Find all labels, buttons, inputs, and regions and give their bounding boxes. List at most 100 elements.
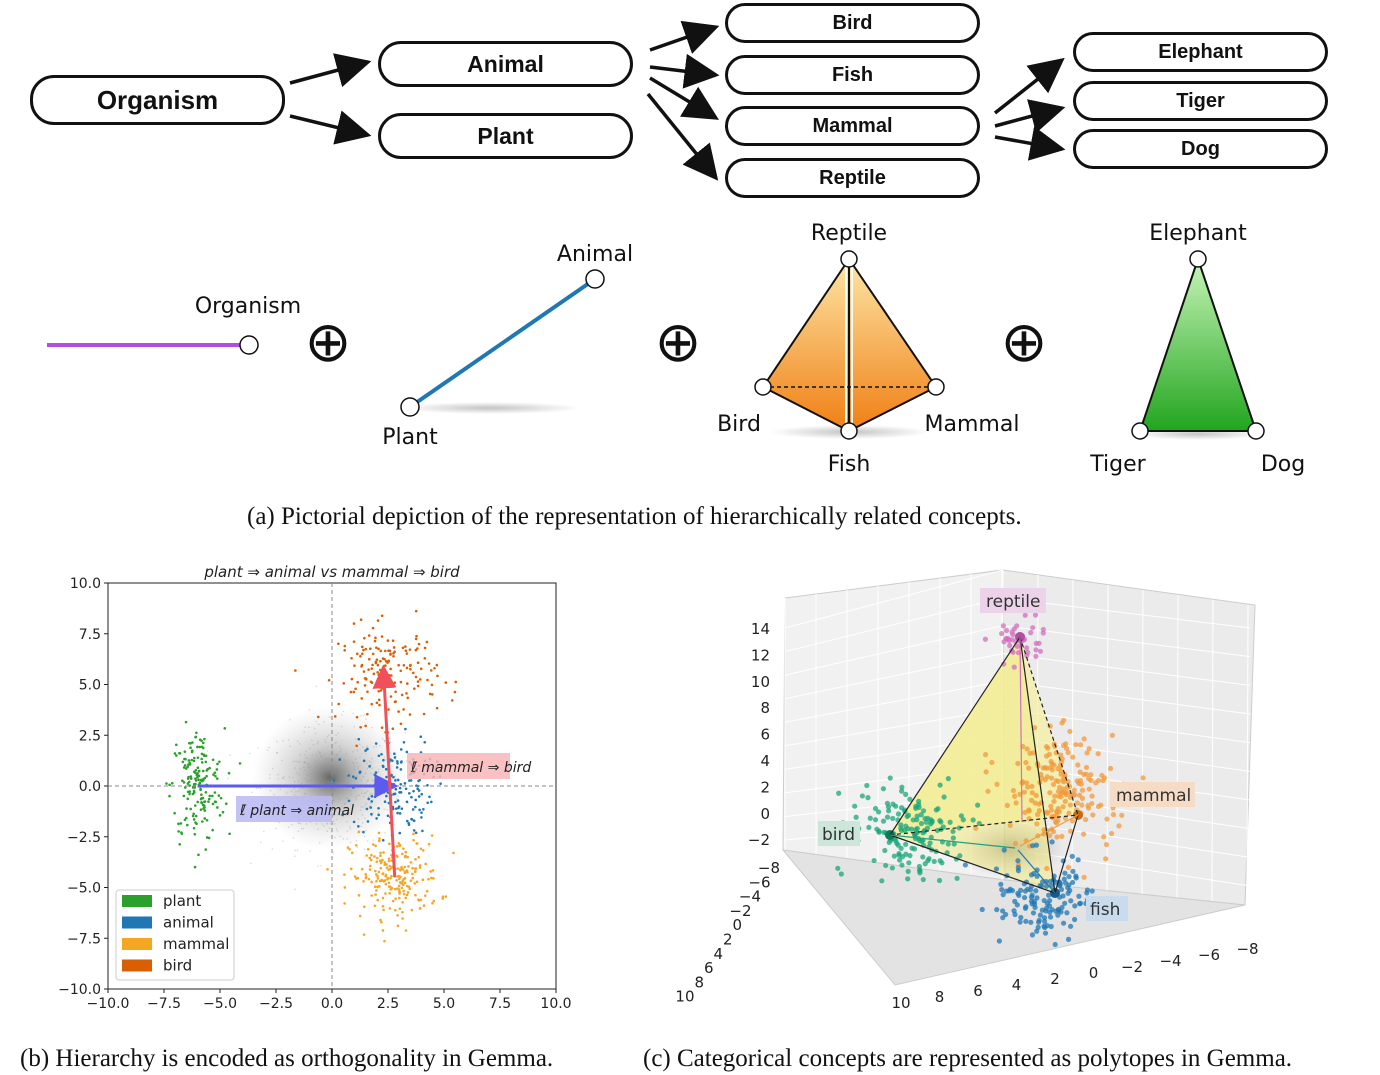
y-tick-label: −2.5 (67, 830, 101, 846)
background-point (332, 794, 335, 797)
background-point (288, 739, 290, 741)
background-point (318, 762, 321, 765)
point-bird (864, 782, 870, 789)
background-point (343, 813, 346, 815)
background-point (249, 752, 251, 755)
background-point (359, 756, 361, 759)
point-mammal (1060, 789, 1066, 795)
point-mammal (1077, 742, 1084, 748)
point-mammal (973, 825, 979, 831)
background-point (365, 803, 368, 806)
point-mammal (425, 889, 429, 893)
point-plant (191, 814, 195, 818)
point-mammal (381, 896, 385, 900)
y-tick-label-3d: 8 (694, 973, 704, 991)
point-bird (349, 690, 353, 694)
point-bird (898, 845, 904, 851)
point-bird (378, 703, 381, 707)
point-plant (202, 754, 206, 757)
background-point (300, 782, 303, 785)
background-point (350, 793, 352, 796)
label-animal: Animal (557, 242, 633, 267)
label-reptile-3d: reptile (986, 592, 1040, 612)
background-point (343, 803, 346, 805)
background-point (357, 766, 359, 768)
background-point (281, 777, 284, 779)
point-mammal (398, 881, 402, 884)
point-plant (205, 774, 208, 778)
point-plant (197, 778, 200, 782)
background-point (297, 822, 300, 824)
background-point (259, 787, 262, 790)
point-mammal (401, 883, 405, 887)
point-plant (165, 782, 168, 785)
point-plant (183, 750, 187, 753)
background-point (371, 726, 373, 729)
point-fish (1023, 904, 1029, 910)
point-bird (426, 678, 429, 682)
background-point (372, 812, 374, 814)
point-fish (1018, 914, 1024, 921)
background-point (342, 781, 345, 784)
background-point (344, 802, 346, 805)
point-mammal (1025, 784, 1031, 790)
point-mammal (1036, 801, 1042, 807)
point-mammal (379, 866, 383, 870)
point-fish (1003, 888, 1010, 894)
point-plant (211, 828, 214, 832)
label-box-reptile (980, 588, 1046, 613)
point-mammal (1048, 807, 1054, 813)
point-mammal (1109, 732, 1116, 738)
point-mammal (1067, 828, 1074, 834)
point-mammal (395, 845, 399, 848)
point-mammal (396, 913, 399, 917)
point-fish (1084, 887, 1091, 893)
point-reptile (1024, 645, 1030, 651)
background-point (328, 827, 331, 829)
point-bird (920, 808, 927, 814)
background-point (302, 766, 305, 768)
point-mammal (1029, 790, 1035, 796)
background-point (269, 773, 271, 776)
background-point (304, 761, 307, 764)
background-point (360, 825, 362, 828)
point-mammal (374, 893, 377, 896)
point-mammal (396, 867, 400, 870)
point-mammal (1074, 800, 1080, 806)
point-mammal (1004, 802, 1010, 808)
point-mammal (400, 865, 403, 869)
point-bird (355, 715, 359, 719)
point-animal (412, 829, 416, 832)
x-tick-label: −10.0 (87, 996, 130, 1012)
point-bird (353, 664, 356, 667)
point-fish (1072, 916, 1078, 923)
background-point (352, 712, 355, 715)
point-mammal (377, 831, 381, 835)
point-mammal (1034, 811, 1041, 818)
point-mammal (387, 868, 390, 872)
background-point (309, 766, 312, 768)
point-plant (185, 807, 188, 810)
oplus-3: ⊕ (1001, 310, 1048, 375)
background-point (326, 823, 328, 825)
y-tick-label: 5.0 (79, 678, 101, 694)
point-bird (392, 654, 395, 658)
point-mammal (398, 892, 401, 895)
point-mammal (379, 854, 382, 858)
label-dog: Dog (1261, 452, 1305, 477)
point-plant (192, 812, 195, 816)
point-plant (203, 800, 206, 804)
background-point (276, 751, 278, 754)
background-point (310, 778, 313, 780)
point-plant (204, 754, 208, 758)
point-plant (211, 794, 214, 798)
background-point (367, 795, 370, 798)
background-point (334, 757, 336, 759)
point-animal (416, 787, 419, 791)
point-mammal (396, 887, 399, 890)
point-fish (1021, 894, 1028, 901)
point-plant (208, 766, 211, 770)
point-animal (374, 771, 378, 774)
point-mammal (382, 851, 385, 854)
background-point (383, 808, 386, 811)
